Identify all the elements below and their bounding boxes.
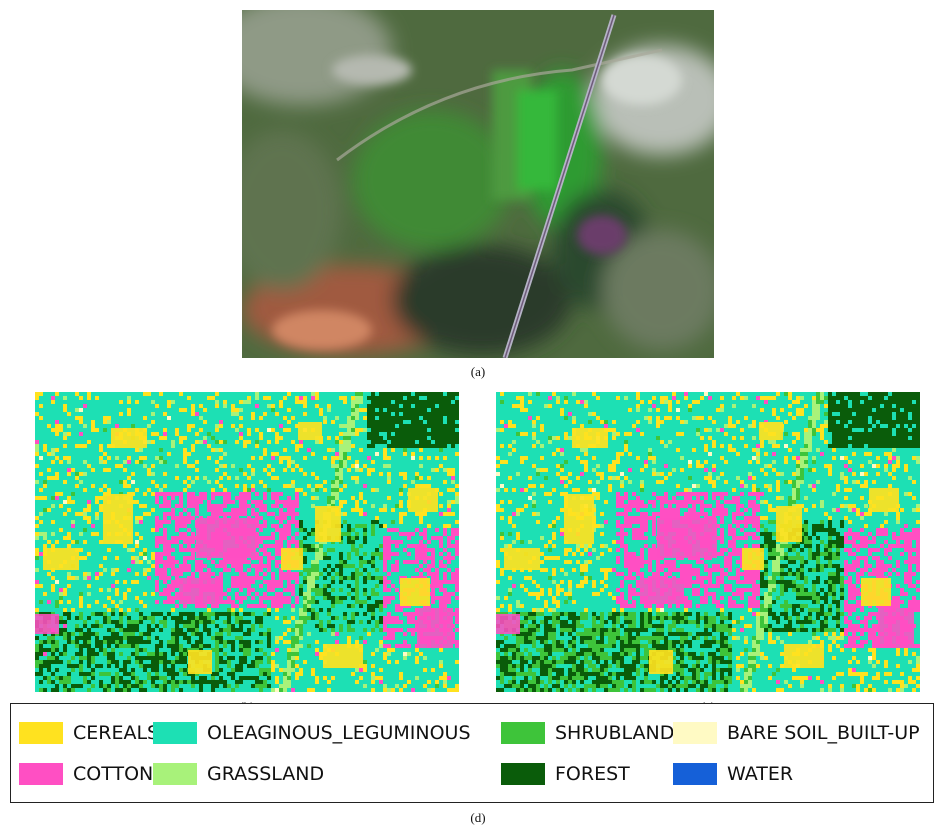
legend-swatch-cotton <box>19 763 63 785</box>
legend-item-cereals: CEREALS <box>19 716 159 750</box>
caption-a: (a) <box>470 364 486 379</box>
legend-swatch-water <box>673 763 717 785</box>
legend-item-oleaginous-leguminous: OLEAGINOUS_LEGUMINOUS <box>153 716 471 750</box>
legend-label-forest: FOREST <box>555 763 630 785</box>
legend-label-water: WATER <box>727 763 794 785</box>
legend-swatch-shrubland <box>501 722 545 744</box>
classification-map-c-image <box>496 392 920 692</box>
legend-swatch-cereals <box>19 722 63 744</box>
legend-swatch-oleaginous-leguminous <box>153 722 197 744</box>
classification-map-c <box>496 392 920 692</box>
satellite-image <box>242 10 714 358</box>
legend-item-bare-soil-built-up: BARE SOIL_BUILT-UP <box>673 716 920 750</box>
caption-d: (d) <box>470 810 486 825</box>
legend-label-shrubland: SHRUBLAND <box>555 722 675 744</box>
legend-label-cotton: COTTON <box>73 763 154 785</box>
satellite-image-panel <box>242 10 714 358</box>
legend-label-cereals: CEREALS <box>73 722 160 744</box>
legend-swatch-grassland <box>153 763 197 785</box>
legend-item-grassland: GRASSLAND <box>153 757 324 791</box>
legend-item-water: WATER <box>673 757 793 791</box>
legend: CEREALS OLEAGINOUS_LEGUMINOUS SHRUBLAND … <box>10 703 934 803</box>
legend-item-cotton: COTTON <box>19 757 153 791</box>
classification-map-b <box>35 392 459 692</box>
legend-label-grassland: GRASSLAND <box>207 763 325 785</box>
legend-label-bare-soil-built-up: BARE SOIL_BUILT-UP <box>727 722 920 744</box>
legend-item-shrubland: SHRUBLAND <box>501 716 674 750</box>
legend-swatch-bare-soil-built-up <box>673 722 717 744</box>
classification-map-b-image <box>35 392 459 692</box>
legend-item-forest: FOREST <box>501 757 630 791</box>
legend-label-oleaginous-leguminous: OLEAGINOUS_LEGUMINOUS <box>207 722 471 744</box>
legend-swatch-forest <box>501 763 545 785</box>
